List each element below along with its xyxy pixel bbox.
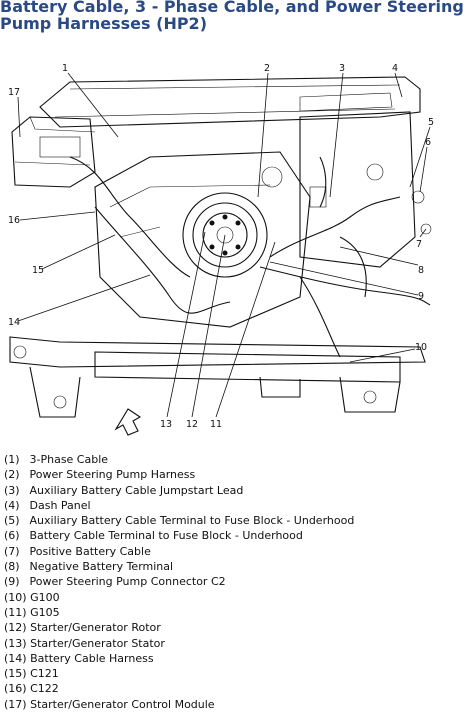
callout-17: 17 bbox=[8, 87, 20, 98]
legend-item: (4) Dash Panel bbox=[4, 498, 91, 512]
legend-item: (12) Starter/Generator Rotor bbox=[4, 621, 161, 635]
diagram-title: Battery Cable, 3 - Phase Cable, and Powe… bbox=[0, 0, 464, 33]
front-direction-arrow bbox=[114, 408, 142, 436]
legend-item: (7) Positive Battery Cable bbox=[4, 544, 151, 558]
callout-15: 15 bbox=[32, 265, 44, 276]
callout-8: 8 bbox=[418, 265, 424, 276]
callout-2: 2 bbox=[264, 63, 270, 74]
legend-item: (16) C122 bbox=[4, 682, 59, 696]
engine-harness-diagram: 1 2 3 4 5 6 7 8 9 10 11 12 13 14 15 16 1… bbox=[8, 63, 434, 436]
callout-13: 13 bbox=[160, 419, 172, 430]
legend-item: (1) 3-Phase Cable bbox=[4, 453, 109, 466]
callout-labels: 1 2 3 4 5 6 7 8 9 10 11 12 13 14 15 16 1… bbox=[8, 63, 434, 430]
legend-item: (10) G100 bbox=[4, 590, 60, 604]
callout-9: 9 bbox=[418, 291, 424, 302]
legend-item: (9) Power Steering Pump Connector C2 bbox=[4, 575, 226, 589]
legend-item: (13) Starter/Generator Stator bbox=[4, 636, 165, 650]
engine-block-drawing bbox=[94, 151, 311, 328]
frame-cradle-drawing bbox=[9, 336, 426, 418]
dash-panel-drawing bbox=[39, 76, 421, 268]
legend-item: (5) Auxiliary Battery Cable Terminal to … bbox=[4, 514, 355, 528]
callout-12: 12 bbox=[186, 419, 198, 430]
parts-legend: (1) 3-Phase Cable (2) Power Steering Pum… bbox=[4, 452, 472, 712]
callout-10: 10 bbox=[415, 342, 427, 353]
legend-item: (6) Battery Cable Terminal to Fuse Block… bbox=[4, 529, 303, 543]
legend-item: (8) Negative Battery Terminal bbox=[4, 560, 174, 574]
callout-5: 5 bbox=[428, 117, 434, 128]
legend-item: (2) Power Steering Pump Harness bbox=[4, 468, 196, 482]
callout-6: 6 bbox=[425, 137, 431, 148]
callout-11: 11 bbox=[210, 419, 222, 430]
legend-item: (17) Starter/Generator Control Module bbox=[4, 697, 215, 711]
callout-leaders bbox=[17, 72, 431, 418]
callout-3: 3 bbox=[339, 63, 345, 74]
legend-item: (15) C121 bbox=[4, 667, 59, 681]
callout-14: 14 bbox=[8, 317, 20, 328]
legend-item: (11) G105 bbox=[4, 605, 60, 619]
starter-generator-drawing bbox=[182, 192, 268, 278]
legend-item: (3) Auxiliary Battery Cable Jumpstart Le… bbox=[4, 483, 244, 497]
callout-7: 7 bbox=[416, 239, 422, 250]
cable-harness-drawing bbox=[69, 156, 432, 358]
callout-4: 4 bbox=[392, 63, 398, 74]
callout-1: 1 bbox=[62, 63, 68, 74]
legend-item: (14) Battery Cable Harness bbox=[4, 651, 154, 665]
callout-16: 16 bbox=[8, 215, 20, 226]
control-module-drawing bbox=[11, 116, 96, 188]
